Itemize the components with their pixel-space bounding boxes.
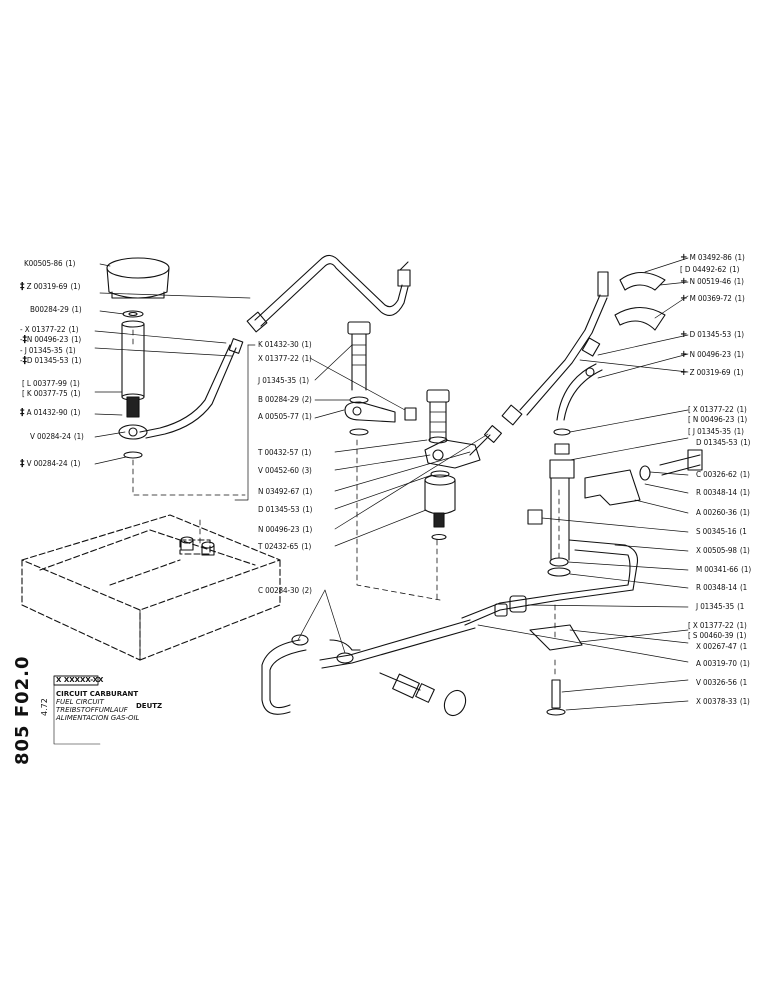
leader-lines [94, 257, 689, 711]
title-block [53, 675, 101, 745]
part-label: N 03492-67(1) [258, 487, 313, 496]
drawing-date: 4.72 [40, 698, 49, 716]
part-label: [ S 00460-39(1) [688, 631, 747, 640]
part-label: [ K 00377-75(1) [22, 389, 81, 398]
part-label: X 00378-33(1) [696, 697, 750, 706]
part-label: + N 00496-23(1) [680, 349, 744, 360]
part-label: K 01432-30(1) [258, 340, 312, 349]
part-label: V 00452-60(3) [258, 466, 312, 475]
part-box: X XXXXX-XX [56, 676, 104, 684]
part-label: + M 00369-72(1) [680, 293, 745, 304]
part-label: X 00505-98(1) [696, 546, 750, 555]
part-label: J 01345-35(1 [696, 602, 745, 611]
part-label: - X 01377-22(1) [20, 325, 79, 334]
part-label: M 00341-66(1) [696, 565, 752, 574]
pump-assembly [424, 389, 481, 541]
fuel-tank [21, 514, 281, 661]
part-label: + Z 00319-69(1) [680, 367, 744, 378]
part-label: [ X 01377-22(1) [688, 621, 747, 630]
part-label: D 01345-53(1) [258, 505, 313, 514]
title-en: FUEL CIRCUIT [56, 698, 104, 706]
part-label: R 00348-14(1) [696, 488, 750, 497]
part-label: C 00284-30(2) [258, 586, 312, 595]
part-label: X 00267-47(1 [696, 642, 748, 651]
part-label: A 00260-36(1) [696, 508, 750, 517]
part-label: [ J 01345-35(1) [688, 427, 744, 436]
part-label: B 00284-29(2) [258, 395, 312, 404]
title-fr: CIRCUIT CARBURANT [56, 690, 139, 698]
part-label: ‡ Z 00319-69(1) [20, 281, 81, 292]
part-label: J 01345-35(1) [258, 376, 309, 385]
drawing-reference: 805 F02.0 [12, 655, 33, 765]
part-label: S 00345-16(1 [696, 527, 747, 536]
part-label: + N 00519-46(1) [680, 276, 744, 287]
part-label: -‡D 01345-53(1) [20, 355, 82, 366]
return-line [261, 619, 476, 715]
banjo-bolt-assembly [344, 321, 417, 436]
part-label: A 00505-77(1) [258, 412, 312, 421]
part-label: D 01345-53(1) [696, 438, 751, 447]
part-label: [ L 00377-99(1) [22, 379, 80, 388]
part-label: + D 01345-53(1) [680, 329, 745, 340]
part-label: + M 03492-86(1) [680, 252, 745, 263]
part-label: [ D 04492-62(1) [680, 265, 740, 274]
part-label: B00284-29(1) [30, 305, 82, 314]
part-label: V 00284-24(1) [30, 432, 84, 441]
part-label: V 00326-56(1 [696, 678, 748, 687]
title-de: TREIBSTOFFUMLAUF [56, 706, 128, 714]
part-label: -‡N 00496-23(1) [20, 334, 82, 345]
fuel-line-right [469, 271, 609, 456]
clip-assembly [585, 271, 666, 377]
maker-label: DEUTZ [136, 702, 163, 710]
title-box: X XXXXX-XX CIRCUIT CARBURANT FUEL CIRCUI… [54, 676, 162, 744]
part-label: - J 01345-35(1) [20, 346, 76, 355]
part-label: A 00319-70(1) [696, 659, 750, 668]
part-label: [ X 01377-22(1) [688, 405, 747, 414]
part-label: ‡ A 01432-90(1) [20, 407, 81, 418]
part-label: R 00348-14(1 [696, 583, 748, 592]
part-label: [ N 00496-23(1) [688, 415, 748, 424]
part-label: ‡ V 00284-24(1) [20, 458, 81, 469]
alignment-lines [132, 329, 560, 676]
fuel-line-left [139, 338, 244, 439]
part-label: T 00432-57(1) [258, 448, 312, 457]
fuel-filter-assembly [106, 257, 170, 459]
part-label: T 02432-65(1) [258, 542, 312, 551]
drain-plug [379, 672, 467, 717]
part-label: N 00496-23(1) [258, 525, 313, 534]
tank-fittings [180, 536, 215, 556]
part-label: X 01377-22(1) [258, 354, 312, 363]
fitting-column [461, 428, 639, 626]
fuel-line-top [246, 254, 411, 333]
title-es: ALIMENTACION GAS-OIL [56, 714, 140, 722]
part-label: C 00326-62(1) [696, 470, 750, 479]
part-label: K00505-86(1) [24, 259, 76, 268]
